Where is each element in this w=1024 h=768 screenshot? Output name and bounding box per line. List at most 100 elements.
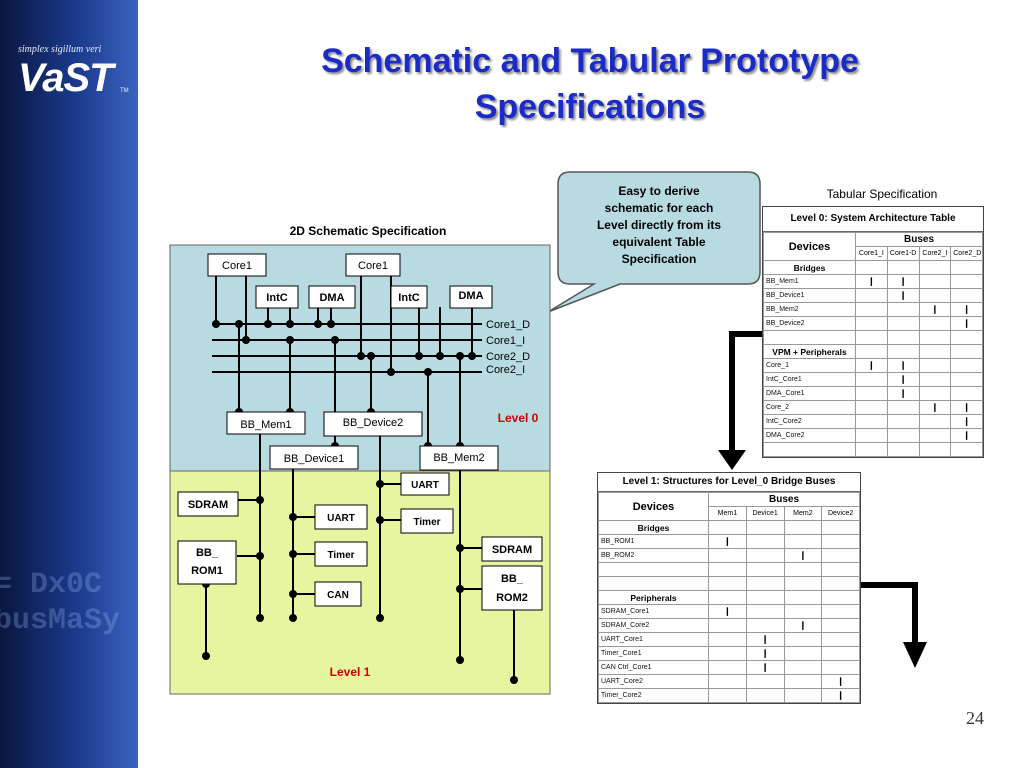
section-header: Bridges [763,260,856,275]
bus-label: Core2_I [486,364,525,376]
empty-cell [918,260,952,275]
empty-cell [783,562,823,577]
empty-cell [855,316,888,331]
bridge-label: BB_Mem2 [433,452,484,464]
bus-column-header: Mem2 [783,506,823,521]
bus-connection-mark: ┃ [886,386,920,401]
bus-connection-mark: ┃ [950,428,983,443]
background-code-text: = Dx0C [0,568,103,602]
empty-cell [783,604,823,619]
empty-cell [855,428,888,443]
callout-line: schematic for each [605,201,714,215]
empty-cell [708,590,747,605]
table-row [598,576,860,591]
empty-cell [745,604,785,619]
level0-label: Level 0 [498,411,539,425]
device-label: BB_ [196,547,219,559]
table-row [763,330,983,345]
devices-header: Devices [763,232,856,261]
empty-cell [950,330,983,345]
empty-cell [745,534,785,549]
device-label: IntC [266,292,287,304]
empty-cell [886,428,920,443]
empty-cell [708,674,747,689]
empty-cell [745,548,785,563]
bridge-box-bb-rom2 [481,565,543,611]
slide-title: Schematic and Tabular Prototype Specific… [150,38,1024,130]
empty-cell [783,576,823,591]
empty-cell [855,330,888,345]
bus-connection-mark: ┃ [783,548,823,563]
empty-cell [783,674,823,689]
buses-header: Buses [855,232,983,247]
empty-cell [783,632,823,647]
empty-cell [821,520,860,535]
empty-cell [950,288,983,303]
table-row: UART_Core2┃ [598,674,860,689]
table-row: IntC_Core1 ┃ [763,372,983,387]
device-box-core1 [207,253,267,277]
device-cell: SDRAM_Core2 [598,618,709,633]
table-title: Level 0: System Architecture Table [763,207,983,232]
empty-cell [918,442,952,457]
empty-cell [886,400,920,415]
empty-cell [745,562,785,577]
bridge-label: BB_Device1 [284,453,345,465]
trademark-mark: TM [120,88,129,94]
bus-connection-mark: ┃ [886,274,920,289]
bus-connection-mark: ┃ [886,288,920,303]
bus-connection-mark: ┃ [918,400,952,415]
empty-cell [708,688,747,703]
level0-architecture-table: Level 0: System Architecture Table Devic… [762,206,984,458]
schematic-heading: 2D Schematic Specification [290,224,447,238]
bus-connection-mark: ┃ [708,534,747,549]
devices-header: Devices [598,492,709,521]
empty-cell [821,534,860,549]
empty-cell [918,428,952,443]
slide-title-line: Schematic and Tabular Prototype [321,42,859,80]
device-label: SDRAM [188,499,228,511]
empty-cell [821,632,860,647]
empty-cell [918,386,952,401]
empty-cell [821,618,860,633]
empty-cell [745,688,785,703]
device-label: SDRAM [492,544,532,556]
empty-cell [821,660,860,675]
empty-cell [886,442,920,457]
empty-cell [821,548,860,563]
empty-cell [918,316,952,331]
empty-cell [950,274,983,289]
table-row [763,442,983,457]
empty-cell [918,372,952,387]
empty-cell [708,660,747,675]
empty-cell [783,520,823,535]
device-cell: IntC_Core2 [763,414,856,429]
bus-connection-mark: ┃ [950,302,983,317]
empty-cell [950,344,983,359]
device-label: UART [327,513,355,524]
device-cell: IntC_Core1 [763,372,856,387]
device-cell: CAN Ctrl_Core1 [598,660,709,675]
bus-connection-mark: ┃ [886,372,920,387]
bus-column-header: Mem1 [708,506,747,521]
callout-line: Easy to derive [618,184,700,198]
empty-cell [855,260,888,275]
section-header: VPM + Peripherals [763,344,856,359]
empty-cell [783,660,823,675]
callout-line: Specification [622,252,697,266]
bridge-box-bb-device2 [323,411,423,437]
empty-cell [886,316,920,331]
device-cell: Core_1 [763,358,856,373]
device-box-sdram [177,491,239,517]
arrow-head [903,642,927,668]
empty-cell [855,386,888,401]
empty-cell [886,414,920,429]
empty-cell [918,358,952,373]
slide-title-line: Specifications [474,88,706,126]
empty-cell [886,344,920,359]
vast-logo: VaST [18,56,114,100]
bus-label: Core1_I [486,335,525,347]
table-row: SDRAM_Core1┃ [598,604,860,619]
table-row: Core_1┃┃ [763,358,983,373]
callout-line: equivalent Table [612,235,705,249]
